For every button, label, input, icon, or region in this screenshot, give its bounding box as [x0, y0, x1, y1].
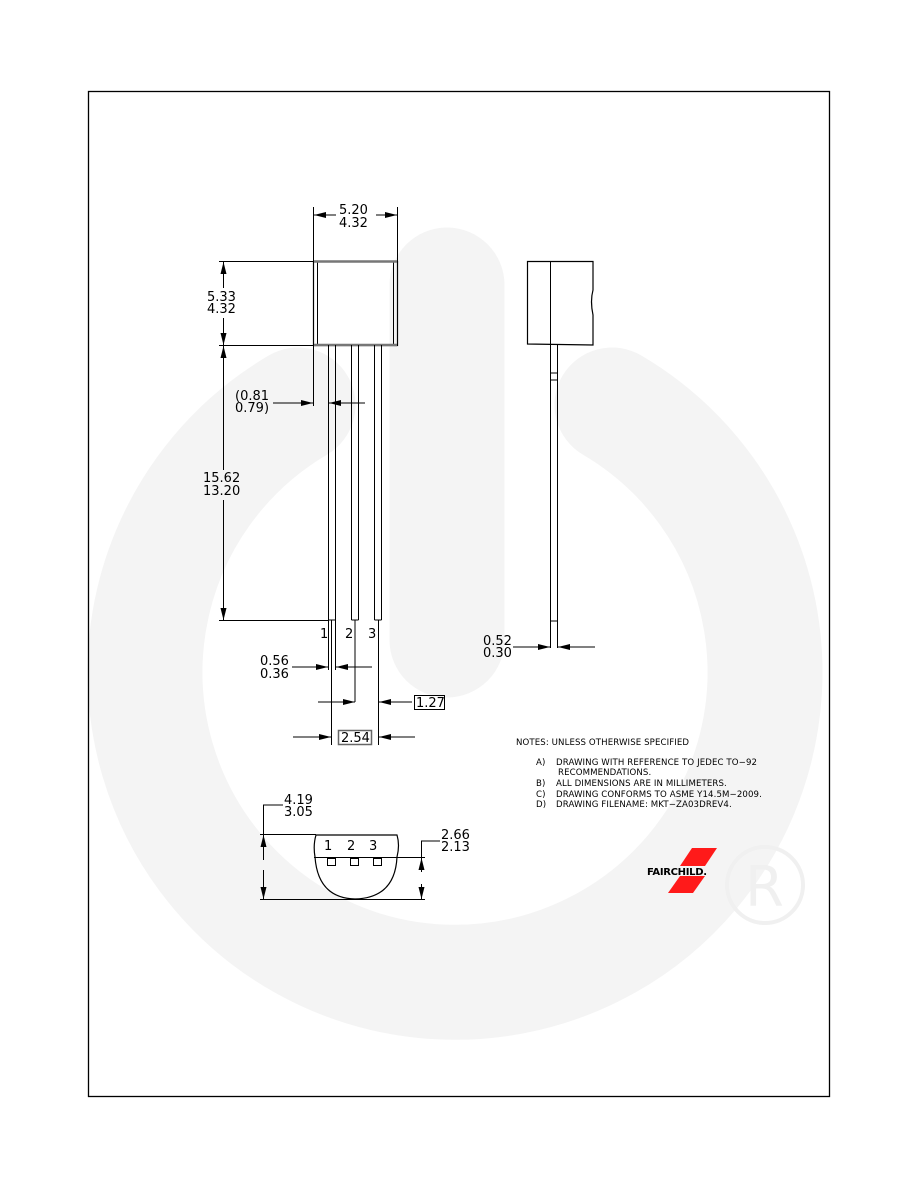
- page-border: [87, 90, 831, 1098]
- dim-bottom-depth-max: 4.19: [284, 793, 313, 808]
- logo-stripe-bottom-icon: [668, 876, 705, 893]
- basic-dim-box-pitch: [414, 695, 445, 710]
- dim-lead-length-min: 13.20: [203, 484, 240, 499]
- bottom-pin-pad-1: [327, 858, 336, 866]
- dim-flat-to-bottom-max: 2.66: [441, 828, 470, 843]
- logo-stripe-top-icon: [680, 848, 717, 866]
- note-b-marker: B): [536, 779, 545, 789]
- note-a-line-2: RECOMMENDATIONS.: [558, 768, 651, 778]
- bottom-pin-pad-3: [373, 858, 382, 866]
- dim-lead-pitch: 1.27: [416, 696, 445, 711]
- dim-body-width-max: 5.20: [339, 203, 368, 218]
- dim-lead-offset-min: 0.79): [235, 401, 269, 416]
- notes-block: NOTES: UNLESS OTHERWISE SPECIFIED A) DRA…: [516, 738, 762, 810]
- dim-lead-span: 2.54: [341, 731, 370, 746]
- note-c-marker: C): [536, 790, 546, 800]
- dim-lead-thickness-min: 0.30: [483, 646, 512, 661]
- dim-bottom-depth-min: 3.05: [284, 805, 313, 820]
- lead-3: [374, 345, 382, 745]
- pin-label-1: 1: [320, 627, 328, 642]
- watermark-power-icon: [87, 227, 823, 1040]
- basic-dim-box-span: [337, 729, 373, 746]
- package-body: [312, 260, 399, 347]
- bottom-outline: [313, 834, 400, 900]
- note-c-line-1: DRAWING CONFORMS TO ASME Y14.5M−2009.: [556, 790, 762, 800]
- dim-lead-thickness-max: 0.52: [483, 634, 512, 649]
- side-body: [526, 260, 594, 346]
- lead-2: [351, 345, 359, 702]
- dim-body-width-min: 4.32: [339, 216, 368, 231]
- dim-flat-to-bottom-min: 2.13: [441, 840, 470, 855]
- svg-text:R: R: [745, 855, 784, 920]
- dim-lead-width-max: 0.56: [260, 654, 289, 669]
- bottom-pin-label-1: 1: [324, 839, 332, 854]
- dim-body-height-min: 4.32: [207, 302, 236, 317]
- pin-label-2: 2: [345, 627, 353, 642]
- pin-label-3: 3: [368, 627, 376, 642]
- note-a-marker: A): [536, 758, 545, 768]
- dim-lead-offset-max: (0.81: [235, 389, 269, 404]
- fairchild-logo: FAIRCHILD.: [647, 848, 717, 893]
- side-view: 0.52 0.30: [483, 260, 595, 661]
- note-b-line-1: ALL DIMENSIONS ARE IN MILLIMETERS.: [556, 779, 727, 789]
- bottom-pin-pad-2: [350, 858, 359, 866]
- lead-1: [328, 345, 336, 745]
- registered-mark-icon: R: [725, 845, 805, 925]
- dim-body-height-max: 5.33: [207, 290, 236, 305]
- dim-lead-width-min: 0.36: [260, 667, 289, 682]
- logo-text: FAIRCHILD.: [647, 867, 707, 878]
- dim-lead-length-max: 15.62: [203, 471, 240, 486]
- bottom-pin-label-3: 3: [369, 839, 377, 854]
- bottom-pin-label-2: 2: [347, 839, 355, 854]
- notes-header: NOTES: UNLESS OTHERWISE SPECIFIED: [516, 738, 689, 748]
- note-d-marker: D): [536, 800, 546, 810]
- note-a-line-1: DRAWING WITH REFERENCE TO JEDEC TO−92: [556, 758, 757, 768]
- front-view: 1 2 3 5.20 4.32 5.33 4.32 15.62 13.20 (0…: [203, 203, 445, 746]
- note-d-line-1: DRAWING FILENAME: MKT−ZA03DREV4.: [556, 800, 732, 810]
- bottom-view: 1 2 3 4.19 3.05 2.66 2.13: [260, 793, 470, 900]
